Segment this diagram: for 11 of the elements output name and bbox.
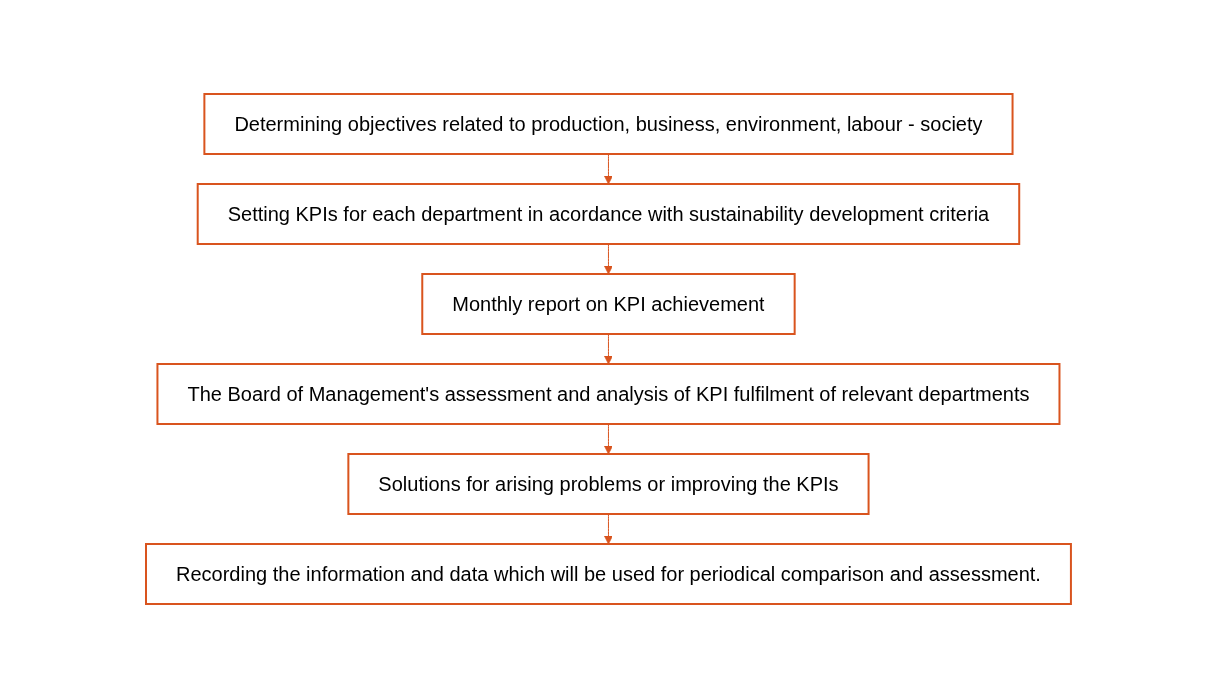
arrow — [603, 153, 613, 185]
node-box: Solutions for arising problems or improving the KPIs — [346, 453, 870, 515]
node-box: Determining objectives related to production, business, environment, labour - society — [202, 93, 1014, 155]
node-box: Setting KPIs for each department in acordance with sustainability development criteria — [196, 183, 1020, 245]
arrow — [603, 423, 613, 455]
node-box: Recording the information and data which will be used for periodical comparison and assessment. — [144, 543, 1072, 605]
arrow — [603, 243, 613, 275]
node-box: The Board of Management's assessment and analysis of KPI fulfilment of relevant departments — [156, 363, 1060, 425]
arrow — [603, 513, 613, 545]
node-box: Monthly report on KPI achievement — [420, 273, 796, 335]
arrow — [603, 333, 613, 365]
